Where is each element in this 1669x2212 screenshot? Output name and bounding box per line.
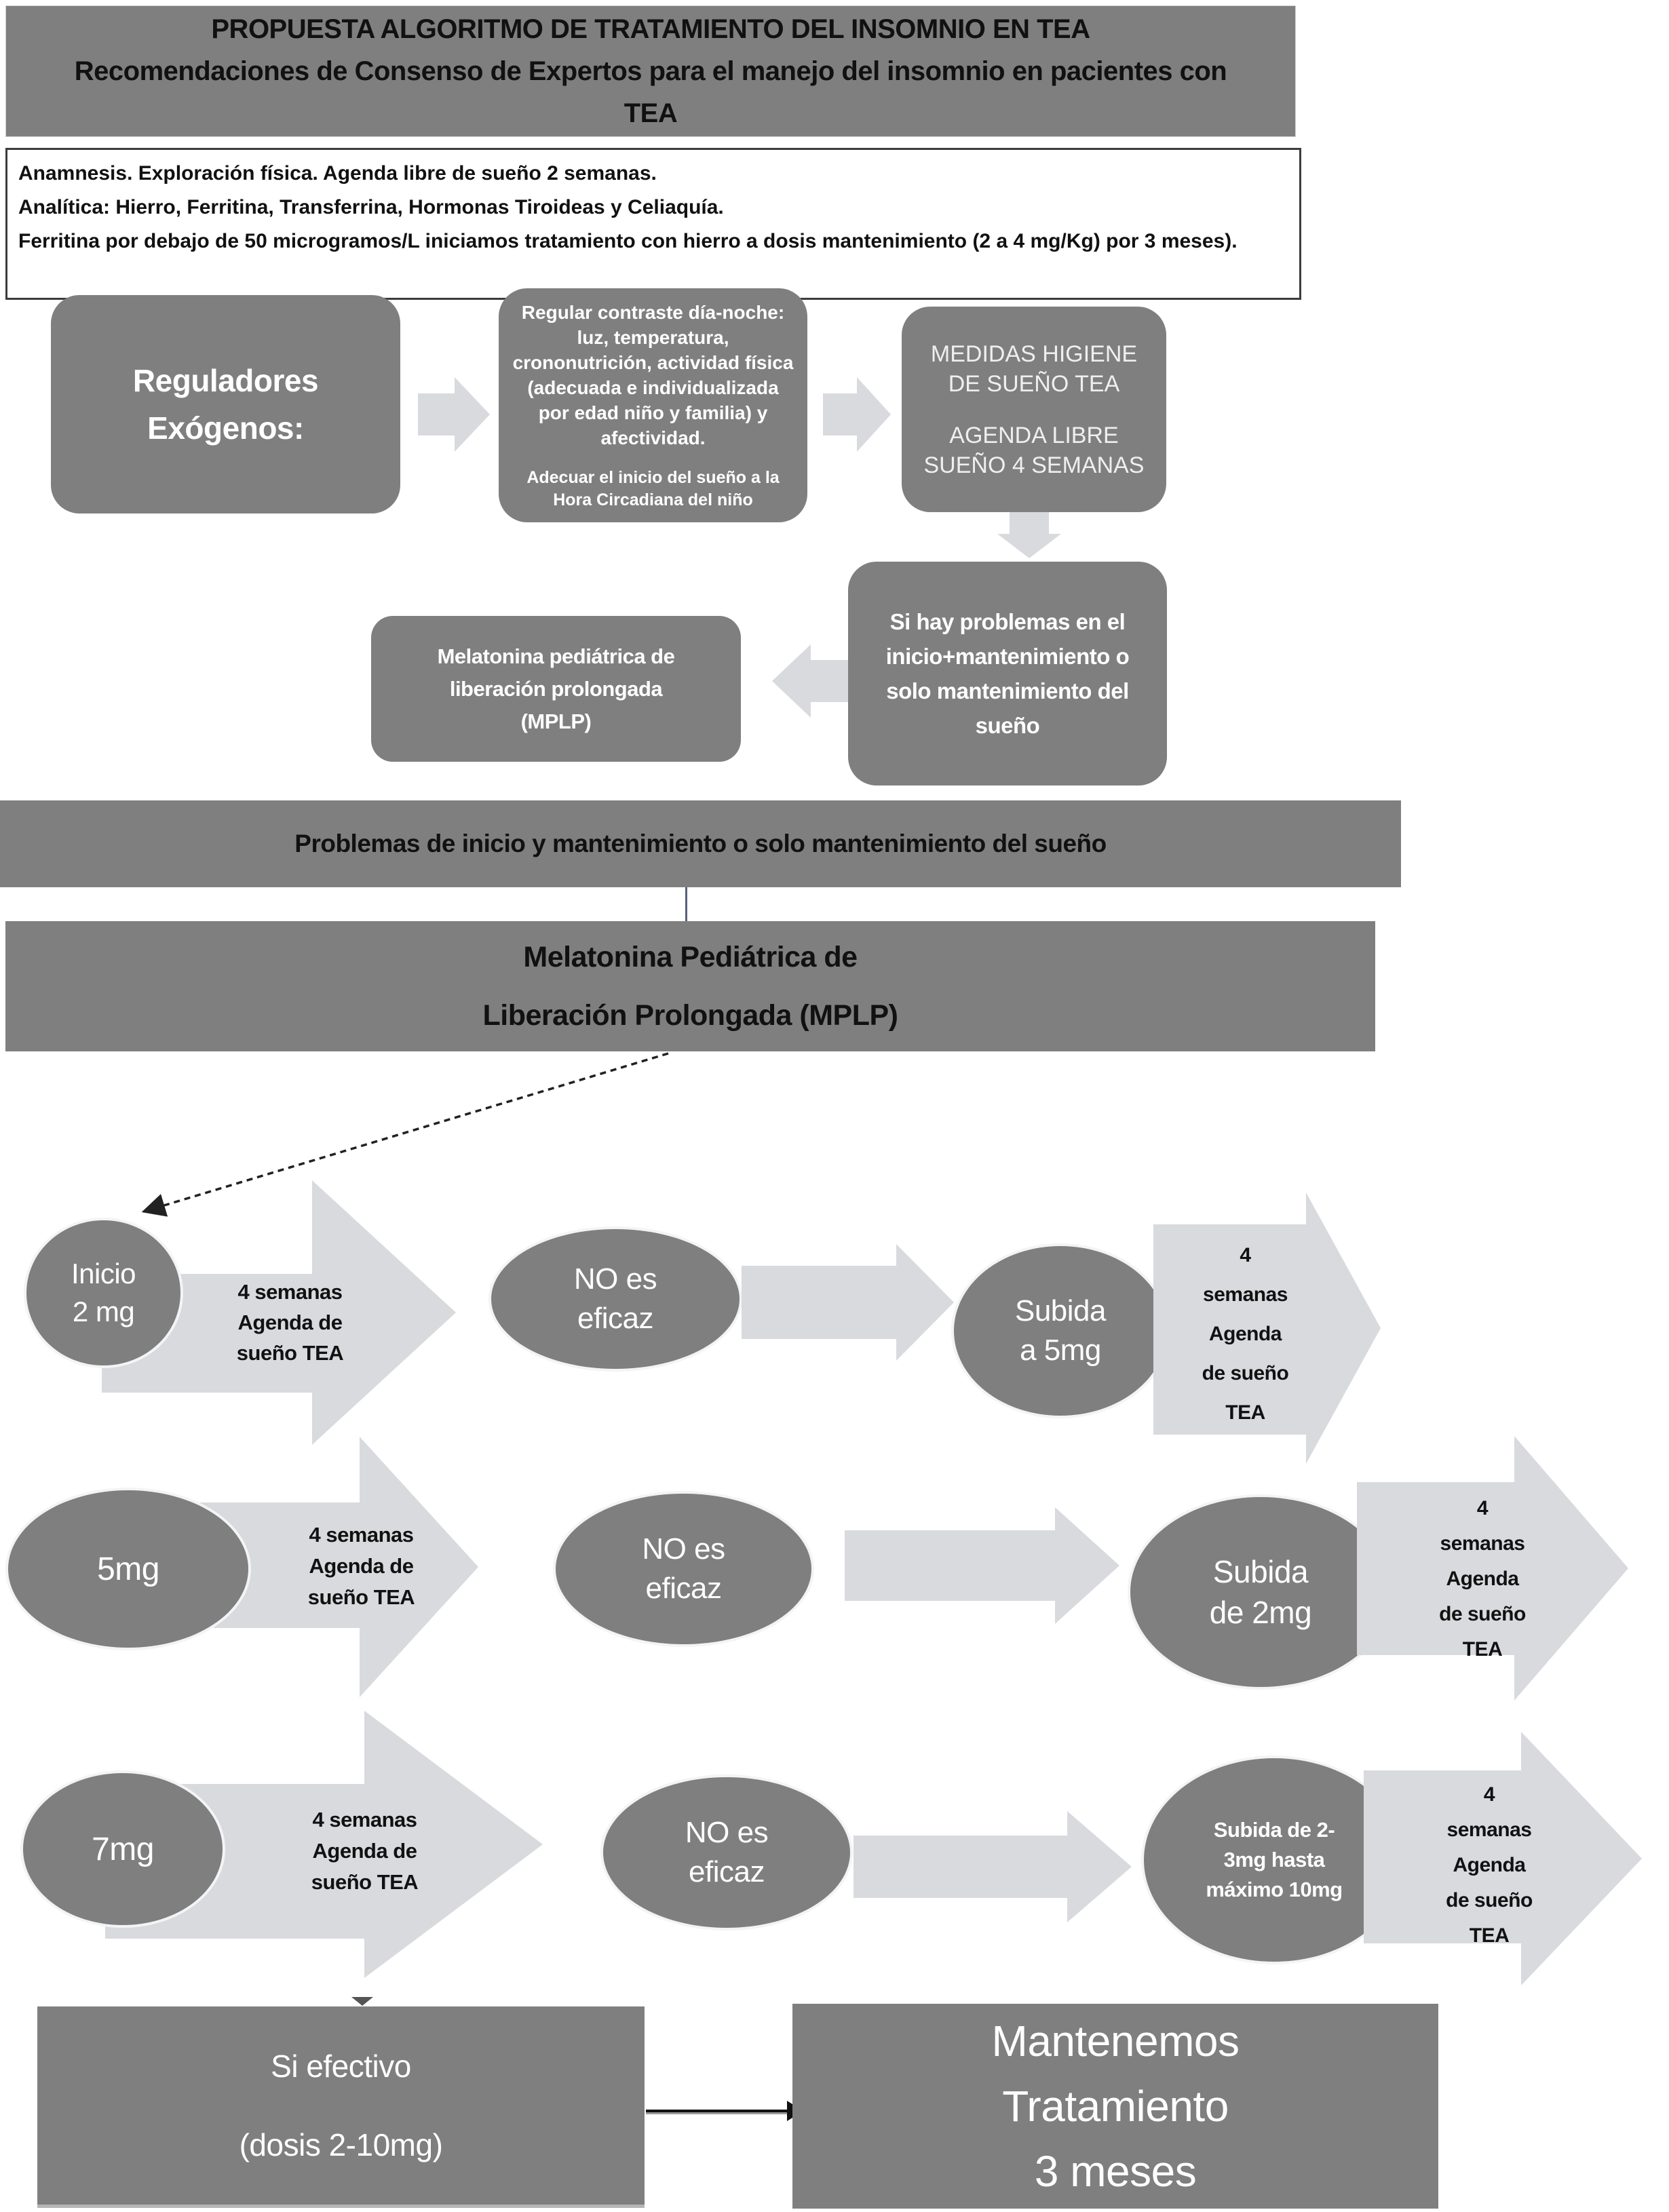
wait-arrow-2-label: 4 semanas Agenda de sueño TEA [1446,1783,1533,1947]
intake-note: Anamnesis. Exploración física. Agenda li… [5,148,1301,300]
dose-up-ellipse: Subida a 5mg [951,1243,1170,1418]
mplp-note-box: Melatonina pediátrica de liberación prol… [371,616,741,762]
daynight-note-line: Adecuar el inicio del sueño a la [526,467,780,487]
mplp-band-line: Melatonina Pediátrica de [523,941,858,973]
wait-arrow-2-head [1521,1732,1642,1985]
daynight-line: crononutrición, actividad física [512,351,794,373]
effective-line: (dosis 2-10mg) [239,2127,443,2162]
maintain-line: Mantenemos [991,2017,1240,2065]
not-effective-ellipse: NO es eficaz [553,1491,814,1647]
daynight-line: (adecuada e individualizada [527,376,779,398]
mplp-band-line: Liberación Prolongada (MPLP) [482,999,898,1032]
dose-up-ellipse: Subida de 2mg [1128,1494,1394,1690]
title-line: TEA [624,98,678,128]
problems-line: Si hay problemas en el [889,609,1126,634]
problems-line: inicio+mantenimiento o [885,644,1130,669]
wait-arrow-1-head [312,1180,456,1445]
problems-band: Problemas de inicio y mantenimiento o so… [0,800,1401,887]
daynight-line: por edad niño y familia) y [538,402,768,423]
mplp-note-line: (MPLP) [520,709,592,733]
not-effective-ellipse: NO es eficaz [488,1226,742,1372]
wait-arrow-2-label: 4 semanas Agenda de sueño TEA [1202,1244,1289,1424]
daynight-note-line: Hora Circadiana del niño [553,490,753,509]
problems-line: solo mantenimiento del [886,678,1129,703]
hygiene-line: MEDIDAS HIGIENE [930,341,1138,367]
effective-line: Si efectivo [271,2049,411,2084]
maintain-line: 3 meses [1034,2147,1197,2196]
wait-arrow-2-head [1514,1436,1628,1701]
wait-arrow-2 [1153,1224,1306,1435]
start-dose-ellipse: 5mg [5,1488,251,1650]
wait-arrow-1-label: 4 semanas Agenda de sueño TEA [307,1523,415,1609]
intake-line: Anamnesis. Exploración física. Agenda li… [18,162,657,185]
wait-arrow-2-head [1306,1192,1381,1464]
title-banner: PROPUESTA ALGORITMO DE TRATAMIENTO DEL I… [5,5,1296,137]
title-line: PROPUESTA ALGORITMO DE TRATAMIENTO DEL I… [211,14,1090,44]
problems-line: sueño [975,713,1040,738]
daynight-line: Regular contraste día-noche: [521,301,785,323]
not-effective-ellipse: NO es eficaz [600,1774,853,1930]
hygiene-line: DE SUEÑO TEA [948,370,1120,397]
band-connector-line [685,887,687,921]
exogenous-line: Exógenos: [147,410,304,446]
start-dose-ellipse: Inicio 2 mg [24,1218,183,1368]
maintain-line: Tratamiento [1002,2082,1229,2131]
wait-arrow-1-label: 4 semanas Agenda de sueño TEA [311,1808,419,1894]
wait-arrow-2 [1357,1482,1514,1655]
hygiene-line: SUEÑO 4 SEMANAS [923,452,1145,478]
problems-band-label: Problemas de inicio y mantenimiento o so… [294,830,1107,857]
hygiene-line: AGENDA LIBRE [949,422,1119,448]
title-line: Recomendaciones de Consenso de Expertos … [74,56,1227,86]
drop-tick [351,1997,373,2006]
sleep-hygiene-box: MEDIDAS HIGIENE DE SUEÑO TEA AGENDA LIBR… [902,307,1166,512]
dose-up-ellipse: Subida de 2- 3mg hasta máximo 10mg [1141,1755,1407,1964]
mplp-note-line: liberación prolongada [449,676,663,701]
exogenous-line: Reguladores [132,363,319,398]
exogenous-regulators-box: Reguladores Exógenos: [51,295,400,513]
wait-arrow-2-label: 4 semanas Agenda de sueño TEA [1439,1497,1526,1661]
wait-arrow-1-head [360,1437,478,1697]
start-dose-ellipse: 7mg [20,1770,225,1928]
daynight-line: luz, temperatura, [577,326,729,348]
wait-arrow-1-label: 4 semanas Agenda de sueño TEA [236,1280,344,1365]
sleep-problems-box: Si hay problemas en el inicio+mantenimie… [848,562,1167,785]
intake-line: Analítica: Hierro, Ferritina, Transferri… [18,196,724,218]
intake-line: Ferritina por debajo de 50 microgramos/L… [18,230,1238,252]
daynight-line: afectividad. [600,427,706,448]
maintain-box: Mantenemos Tratamiento 3 meses [792,2004,1438,2209]
effective-box: Si efectivo (dosis 2-10mg) [37,2006,645,2208]
daynight-regulation-box: Regular contraste día-noche: luz, temper… [499,288,807,522]
mplp-note-line: Melatonina pediátrica de [437,644,675,668]
mplp-band: Melatonina Pediátrica de Liberación Prol… [5,921,1375,1051]
wait-arrow-2 [1364,1770,1521,1943]
wait-arrow-1-head [364,1711,543,1978]
